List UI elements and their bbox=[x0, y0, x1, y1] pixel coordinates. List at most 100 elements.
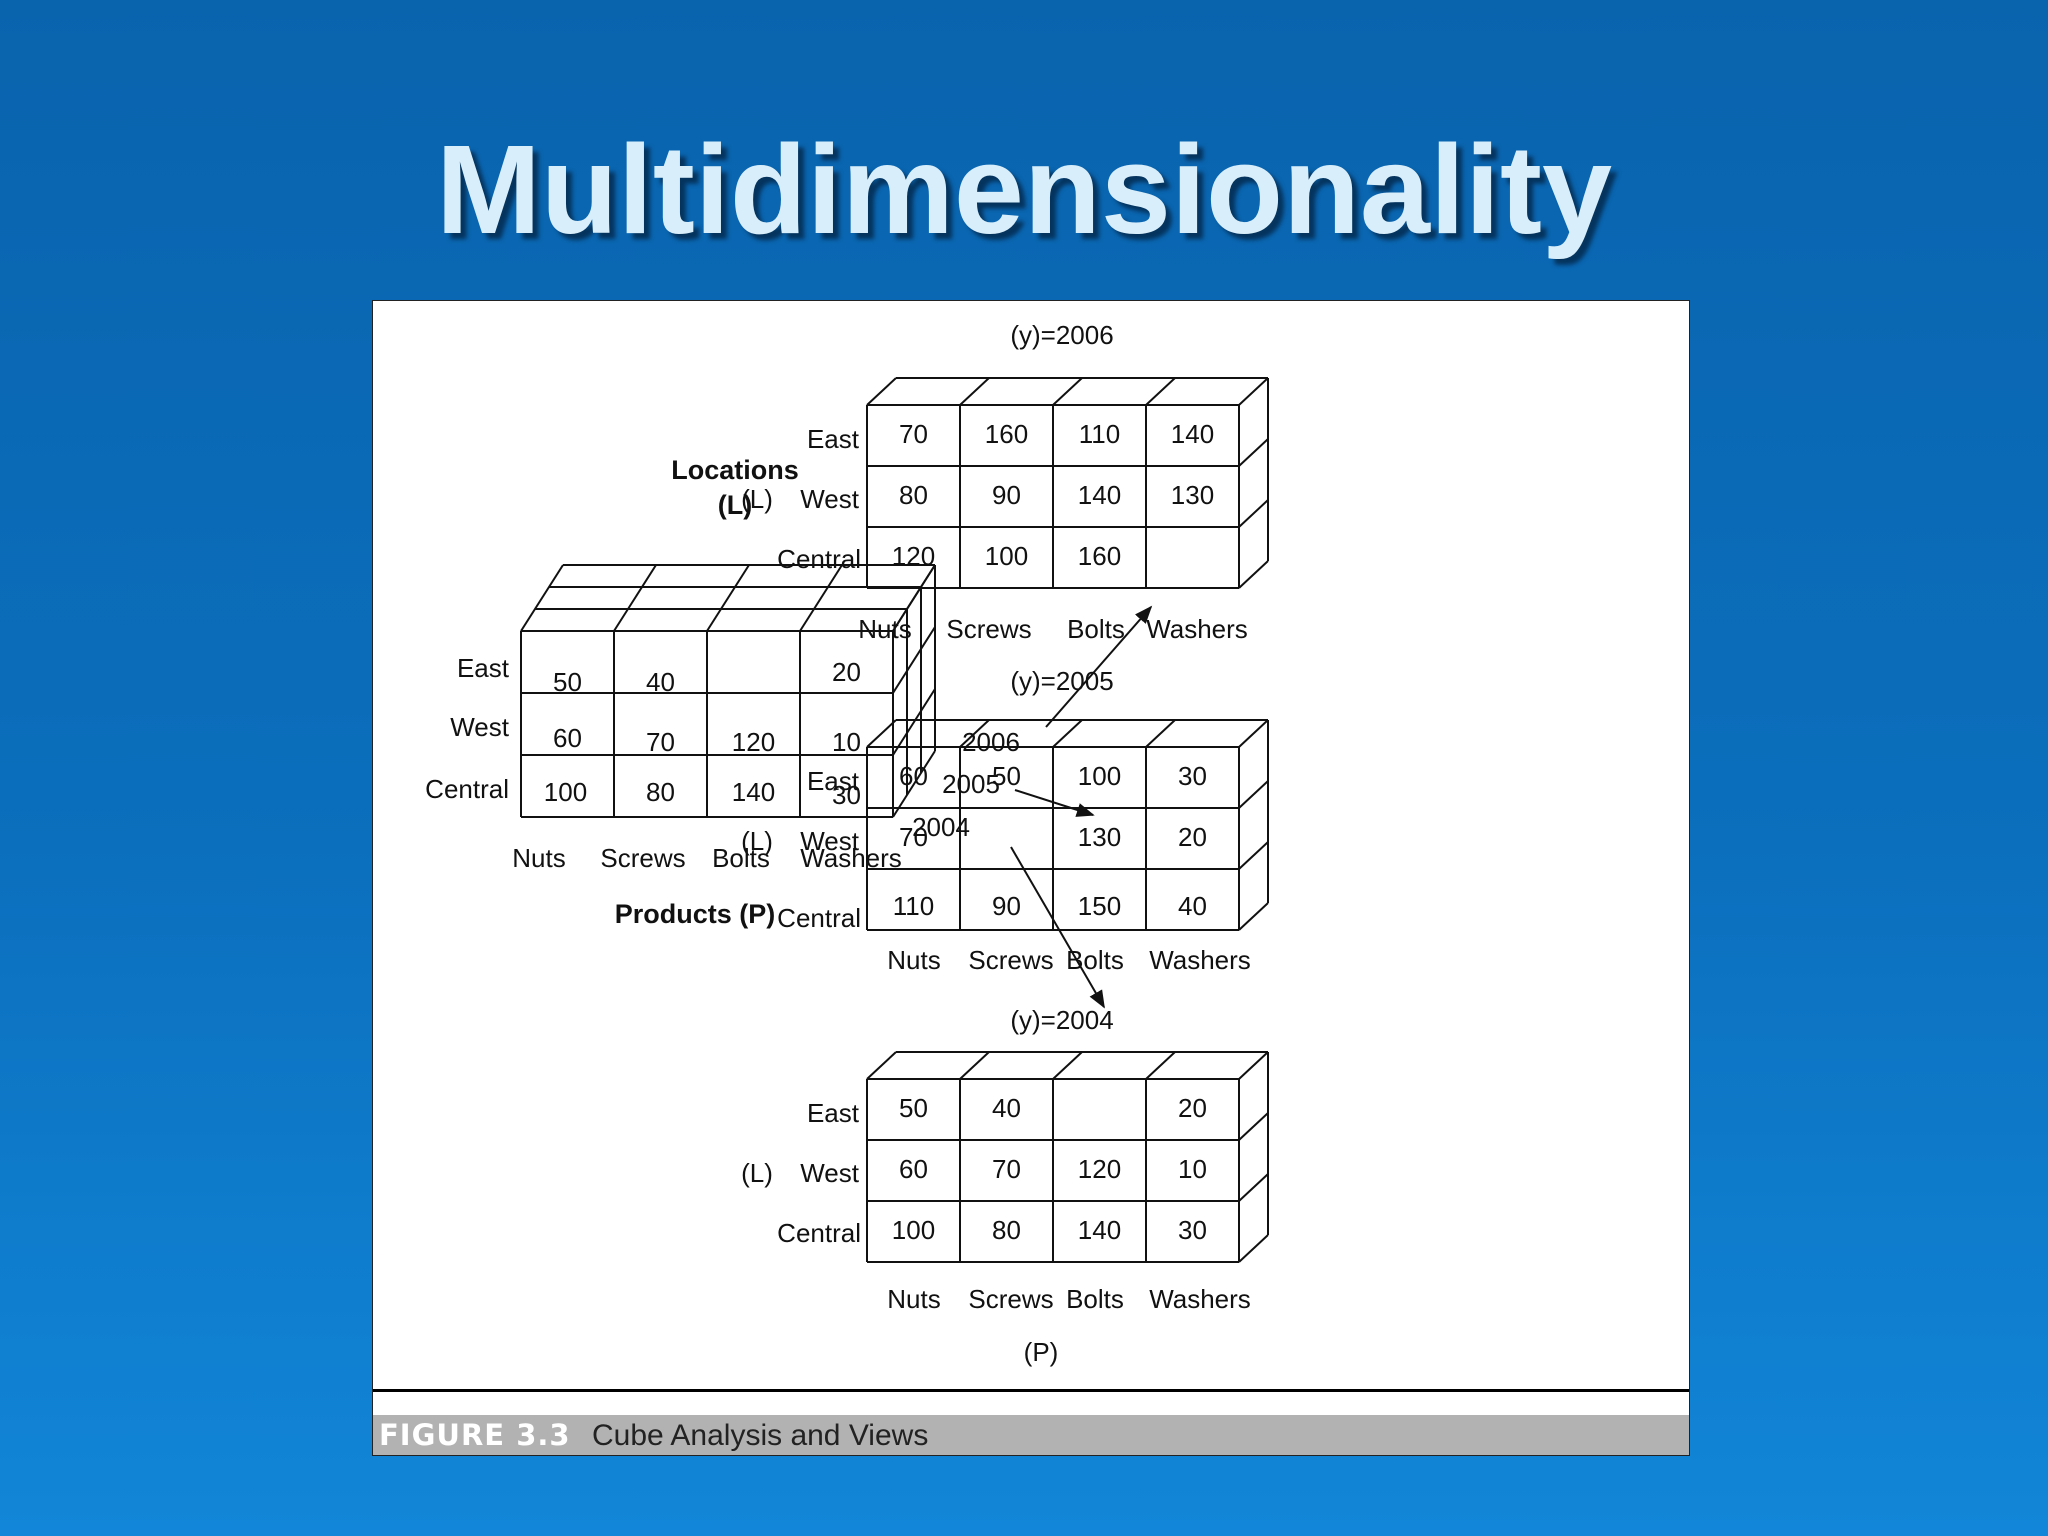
view-cell-value: 30 bbox=[1178, 761, 1207, 791]
cube-cell-value: 120 bbox=[732, 727, 775, 757]
view-cell-value: 10 bbox=[1178, 1154, 1207, 1184]
view-col-label: Washers bbox=[1146, 614, 1248, 644]
arrow-to-2004-view bbox=[1010, 846, 1105, 1009]
view-cell-value: 30 bbox=[1178, 1215, 1207, 1245]
view-cell-value: 20 bbox=[1178, 1093, 1207, 1123]
cube-cell-value: 60 bbox=[553, 723, 582, 753]
view-col-label: Bolts bbox=[1067, 614, 1125, 644]
cube-cell-value: 20 bbox=[832, 657, 861, 687]
view-cell-value: 40 bbox=[1178, 891, 1207, 921]
view-cell-value: 140 bbox=[1078, 480, 1121, 510]
slide-title: Multidimensionality bbox=[435, 119, 1613, 260]
view-cell-value: 140 bbox=[1171, 419, 1214, 449]
slice-arrows bbox=[1010, 605, 1153, 1009]
view-cell-value: 80 bbox=[899, 480, 928, 510]
view-location-axis-label: (L) bbox=[741, 826, 773, 856]
view-year-label: (y)=2005 bbox=[1010, 666, 1113, 696]
view-cell-value: 160 bbox=[985, 419, 1028, 449]
view-cell-value: 100 bbox=[985, 541, 1028, 571]
view-location-axis-label: (L) bbox=[741, 1158, 773, 1188]
locations-axis-title: Locations bbox=[671, 455, 799, 485]
cube-cell-value: 140 bbox=[732, 777, 775, 807]
view-cell-value: 100 bbox=[1078, 761, 1121, 791]
view-cell-value: 70 bbox=[899, 419, 928, 449]
view-row-label: West bbox=[800, 484, 860, 514]
view-cell-value: 60 bbox=[899, 1154, 928, 1184]
figure-caption-text: Cube Analysis and Views bbox=[592, 1419, 929, 1452]
view-row-label: West bbox=[800, 826, 860, 856]
arrow-to-2006-view bbox=[1045, 605, 1153, 728]
view-col-label: Nuts bbox=[887, 945, 940, 975]
slice-view-edges bbox=[866, 1051, 1269, 1263]
slice-view-edges bbox=[866, 719, 1269, 931]
cube-cell-value: 40 bbox=[646, 667, 675, 697]
view-cell-value: 140 bbox=[1078, 1215, 1121, 1245]
view-cell-value: 50 bbox=[992, 761, 1021, 791]
figure-number: FIGURE 3.3 bbox=[379, 1418, 571, 1452]
view-cell-value: 120 bbox=[892, 541, 935, 571]
view-cell-value: 40 bbox=[992, 1093, 1021, 1123]
view-col-label: Nuts bbox=[887, 1284, 940, 1314]
cube-col-label: Screws bbox=[600, 843, 685, 873]
view-row-label: West bbox=[800, 1158, 860, 1188]
cube-col-label: Bolts bbox=[712, 843, 770, 873]
cube-cell-value: 70 bbox=[646, 727, 675, 757]
view-col-label: Nuts bbox=[858, 614, 911, 644]
view-cell-value: 60 bbox=[899, 761, 928, 791]
view-cell-value: 150 bbox=[1078, 891, 1121, 921]
view-cell-value: 90 bbox=[992, 480, 1021, 510]
view-cell-value: 70 bbox=[899, 822, 928, 852]
view-cell-value: 70 bbox=[992, 1154, 1021, 1184]
view-row-label: Central bbox=[777, 903, 861, 933]
slice-view-edges bbox=[866, 377, 1269, 589]
cube-year-label: 2005 bbox=[942, 769, 1000, 799]
view-col-label: Screws bbox=[946, 614, 1031, 644]
view-col-label: Bolts bbox=[1066, 1284, 1124, 1314]
view-cell-value: 160 bbox=[1078, 541, 1121, 571]
data-cube: Locations(L)Products (P)EastWestCentralN… bbox=[425, 455, 1020, 929]
cube-row-label: East bbox=[457, 653, 510, 683]
view-cell-value: 100 bbox=[892, 1215, 935, 1245]
cube-cell-value: 30 bbox=[832, 780, 861, 810]
products-axis-title: Products (P) bbox=[615, 899, 776, 929]
locations-axis-abbr: (L) bbox=[718, 490, 752, 520]
view-row-label: Central bbox=[777, 544, 861, 574]
view-col-label: Screws bbox=[968, 945, 1053, 975]
cube-row-label: Central bbox=[425, 774, 509, 804]
view-col-label: Washers bbox=[1149, 945, 1251, 975]
view-col-label: Bolts bbox=[1066, 945, 1124, 975]
cube-cell-value: 100 bbox=[544, 777, 587, 807]
view-row-label: Central bbox=[777, 1218, 861, 1248]
view-cell-value: 20 bbox=[1178, 822, 1207, 852]
caption-divider bbox=[373, 1389, 1689, 1392]
arrow-to-2005-view bbox=[1014, 789, 1095, 817]
view-cell-value: 50 bbox=[899, 1093, 928, 1123]
view-cell-value: 130 bbox=[1078, 822, 1121, 852]
view-cell-value: 110 bbox=[893, 891, 934, 921]
view-cell-value: 120 bbox=[1078, 1154, 1121, 1184]
view-col-label: Screws bbox=[968, 1284, 1053, 1314]
cube-diagram: Locations(L)Products (P)EastWestCentralN… bbox=[425, 320, 1269, 1367]
cube-cell-value: 80 bbox=[646, 777, 675, 807]
view-cell-value: 130 bbox=[1171, 480, 1214, 510]
view-row-label: East bbox=[807, 424, 860, 454]
view-location-axis-label: (L) bbox=[741, 484, 773, 514]
view-year-label: (y)=2004 bbox=[1010, 1005, 1113, 1035]
view-cell-value: 80 bbox=[992, 1215, 1021, 1245]
cube-col-label: Nuts bbox=[512, 843, 565, 873]
view-products-axis-label: (P) bbox=[1024, 1337, 1059, 1367]
view-row-label: East bbox=[807, 1098, 860, 1128]
cube-cell-value: 50 bbox=[553, 667, 582, 697]
view-cell-value: 90 bbox=[992, 891, 1021, 921]
view-col-label: Washers bbox=[1149, 1284, 1251, 1314]
cube-edges bbox=[520, 564, 936, 818]
cube-row-label: West bbox=[450, 712, 510, 742]
view-cell-value: 110 bbox=[1079, 419, 1120, 449]
cube-year-label: 2006 bbox=[962, 727, 1020, 757]
view-row-label: East bbox=[807, 766, 860, 796]
